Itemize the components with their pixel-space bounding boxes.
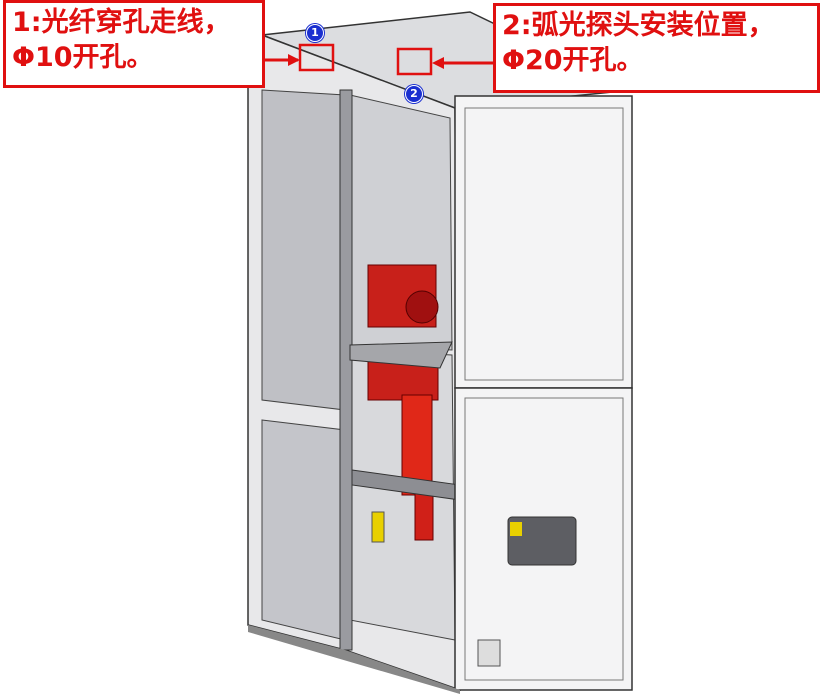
front-door-upper-inner bbox=[464, 107, 624, 381]
left-panel-lower bbox=[261, 419, 346, 641]
callout-1-line2: Φ10开孔。 bbox=[12, 42, 154, 73]
red-bushing-ring bbox=[405, 290, 439, 324]
callout-2-line2: Φ20开孔。 bbox=[502, 45, 644, 76]
marker-2: 2 bbox=[405, 85, 423, 103]
red-busbar-end bbox=[414, 489, 434, 541]
yellow-mechanism bbox=[371, 511, 385, 543]
cabinet-base bbox=[248, 625, 460, 694]
left-panel-upper bbox=[261, 89, 346, 411]
arrow-2-head bbox=[432, 57, 444, 69]
door-handle-label bbox=[510, 522, 522, 536]
door-window bbox=[507, 516, 577, 566]
arrow-1-head bbox=[288, 54, 300, 66]
marker-1: 1 bbox=[306, 24, 324, 42]
door-nameplate bbox=[477, 639, 501, 667]
front-door-upper bbox=[454, 95, 633, 389]
callout-2-line1: 2:弧光探头安装位置， bbox=[502, 10, 775, 41]
callout-1-line1: 1:光纤穿孔走线， bbox=[12, 7, 231, 38]
vertical-frame-post bbox=[339, 89, 353, 651]
callout-fiber-hole: 1:光纤穿孔走线， Φ10开孔。 bbox=[3, 0, 265, 88]
hole-2-highlight bbox=[396, 47, 433, 76]
front-door-lower-inner bbox=[464, 397, 624, 681]
hole-1-highlight bbox=[298, 43, 335, 72]
shelf-plate bbox=[349, 341, 453, 369]
callout-arc-probe: 2:弧光探头安装位置， Φ20开孔。 bbox=[493, 3, 820, 93]
